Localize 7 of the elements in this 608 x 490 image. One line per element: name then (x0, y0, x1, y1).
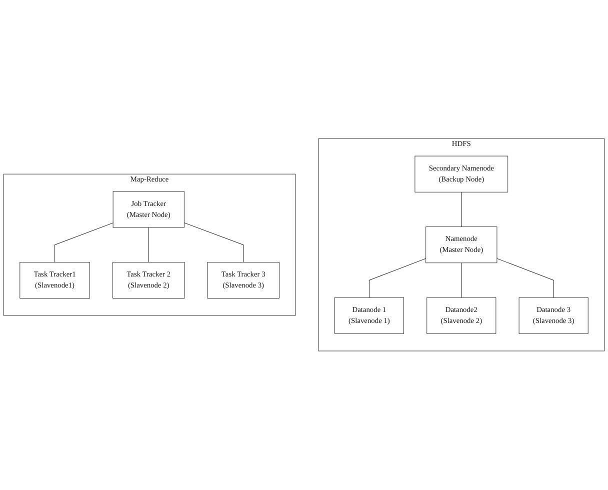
connector (54, 222, 114, 263)
connector (461, 262, 462, 298)
connector (496, 258, 554, 298)
connector (368, 258, 426, 298)
connector (148, 227, 149, 263)
connector (184, 222, 244, 263)
connector (461, 192, 462, 228)
